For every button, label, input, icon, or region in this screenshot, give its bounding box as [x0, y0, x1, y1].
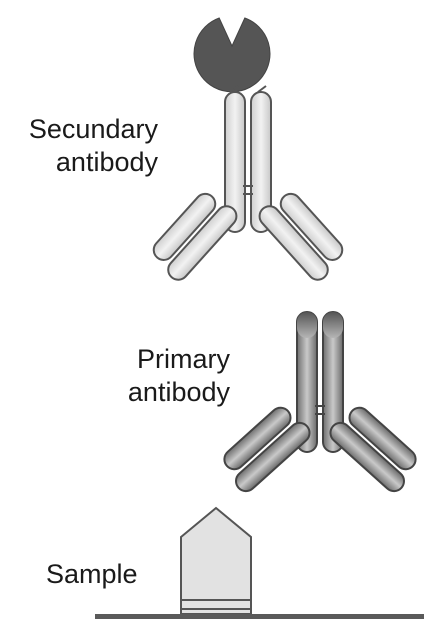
sample-label: Sample: [46, 558, 138, 591]
surface-line: [95, 614, 424, 619]
secondary-label-line2: antibody: [29, 146, 158, 179]
secondary-antibody-label: Secundary antibody: [29, 113, 158, 179]
sample-antigen: [181, 508, 251, 614]
enzyme-label-shape: [194, 18, 270, 92]
sample-shape: [181, 508, 251, 614]
primary-label-line2: antibody: [128, 376, 230, 409]
sample-label-text: Sample: [46, 558, 138, 591]
secondary-label-line1: Secundary: [29, 113, 158, 146]
secondary-antibody: [146, 86, 349, 284]
primary-antibody-label: Primary antibody: [128, 343, 230, 409]
primary-antibody: [216, 312, 424, 495]
primary-label-line1: Primary: [128, 343, 230, 376]
